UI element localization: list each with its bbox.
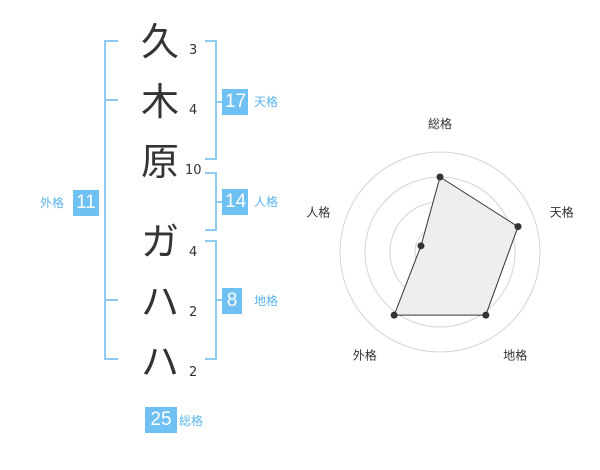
radar-axis-label: 人格 — [306, 204, 330, 219]
stroke-count-6: 2 — [189, 365, 198, 380]
radar-polygon — [393, 176, 519, 316]
radar-axis-label: 地格 — [503, 348, 527, 363]
stroke-count-3: 10 — [185, 163, 202, 178]
gaikaku-value: 11 — [73, 190, 99, 216]
radar-point — [514, 223, 522, 231]
tenkaku-label: 天格 — [254, 95, 279, 109]
name-char-1: 久 — [140, 20, 179, 64]
name-char-3: 原 — [140, 140, 179, 184]
tenkaku-bracket — [205, 40, 217, 160]
name-char-5: ハ — [140, 280, 179, 324]
name-char-2: 木 — [140, 80, 179, 124]
radar-axis-label: 外格 — [353, 348, 377, 363]
radar-point — [390, 311, 398, 319]
jinkaku-label: 人格 — [254, 195, 279, 209]
jinkaku-connector — [216, 201, 222, 203]
soukaku-label: 総格 — [179, 414, 204, 428]
radar-points — [390, 173, 522, 319]
name-char-6: ハ — [140, 340, 179, 384]
name-char-4: ガ — [140, 220, 179, 264]
radar-ring — [339, 151, 541, 353]
stroke-count-4: 4 — [189, 245, 198, 260]
soukaku-value: 25 — [145, 407, 177, 433]
gaikaku-bracket-tick — [104, 99, 118, 101]
chikaku-label: 地格 — [254, 294, 279, 308]
tenkaku-connector — [216, 101, 222, 103]
jinkaku-value: 14 — [222, 189, 248, 215]
stroke-count-1: 3 — [189, 43, 198, 58]
radar-point — [482, 311, 490, 319]
chikaku-value: 8 — [222, 288, 242, 314]
tenkaku-value: 17 — [222, 89, 248, 115]
gaikaku-label: 外格 — [40, 196, 65, 210]
gaikaku-bracket — [104, 40, 118, 360]
chikaku-connector — [216, 299, 222, 301]
radar-point — [436, 173, 444, 181]
radar-point — [417, 242, 425, 250]
radar-axis-label: 天格 — [550, 204, 574, 219]
stroke-count-5: 2 — [189, 305, 198, 320]
gaikaku-bracket-tick — [104, 299, 118, 301]
radar-axis-label: 総格 — [428, 116, 452, 131]
stroke-count-2: 4 — [189, 103, 198, 118]
